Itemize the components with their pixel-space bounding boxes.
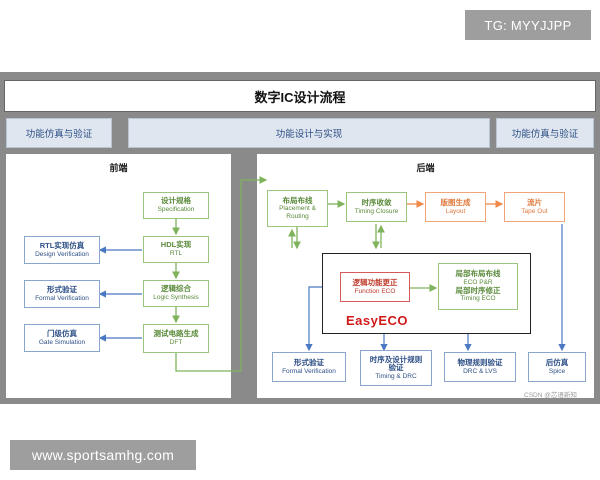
front-end-title: 前端 [109, 163, 128, 173]
box-formal-verification-be: 形式验证 Formal Verification [272, 352, 346, 382]
function-eco-en: Function ECO [354, 287, 396, 295]
arrow-dft-to-placement [175, 176, 268, 372]
band-design-implementation: 功能设计与实现 [128, 118, 490, 148]
bottom-tag[interactable]: www.sportsamhg.com [10, 440, 196, 470]
layout-zh: 版图生成 [440, 197, 471, 207]
box-dft: 测试电路生成 DFT [143, 324, 209, 353]
timing-drc-zh1: 时序及设计规则 [369, 354, 423, 364]
box-formal-verification-fe: 形式验证 Formal Verification [24, 280, 100, 308]
synthesis-en: Logic Synthesis [153, 294, 199, 302]
arrow-eco-to-formal-be [305, 286, 322, 352]
tapeout-zh: 流片 [527, 197, 542, 207]
box-eco-pr-timing: 局部布局布线 ECO P&R 局部时序修正 Timing ECO [438, 263, 518, 310]
spec-en: Specification [157, 206, 195, 214]
placement-zh: 布局布线 [282, 195, 313, 205]
timing-drc-en: Timing & DRC [375, 372, 417, 380]
box-gate-simulation: 门级仿真 Gate Simulation [24, 324, 100, 352]
top-tag: TG: MYYJJPP [465, 10, 591, 40]
gate-sim-en: Gate Simulation [38, 338, 86, 346]
spec-zh: 设计规格 [161, 196, 191, 206]
function-eco-zh: 逻辑功能更正 [352, 277, 398, 287]
eco-pr-en: ECO P&R [463, 279, 493, 287]
box-specification: 设计规格 Specification [143, 192, 209, 219]
timing-closure-en: Timing Closure [354, 207, 399, 215]
rtl-zh: HDL实现 [160, 240, 192, 250]
box-layout: 版图生成 Layout [425, 192, 486, 222]
box-tape-out: 流片 Tape Out [504, 192, 565, 222]
design-verification-en: Design Verification [35, 250, 89, 258]
dft-zh: 测试电路生成 [153, 329, 199, 339]
box-logic-synthesis: 逻辑综合 Logic Synthesis [143, 280, 209, 307]
timing-drc-zh2: 验证 [388, 363, 404, 373]
box-timing-closure: 时序收敛 Timing Closure [346, 192, 407, 222]
gate-sim-zh: 门级仿真 [47, 328, 77, 338]
drc-lvs-zh: 物理规则验证 [457, 357, 503, 367]
timing-closure-zh: 时序收敛 [361, 197, 392, 207]
back-end-title: 后端 [416, 163, 435, 173]
rtl-en: RTL [169, 250, 183, 258]
band-verification-right: 功能仿真与验证 [496, 118, 594, 148]
timing-eco-zh: 局部时序修正 [455, 285, 501, 295]
formal-be-zh: 形式验证 [294, 357, 324, 367]
csdn-watermark: CSDN @芯语新知 [524, 392, 577, 399]
spice-zh: 后仿真 [545, 357, 569, 367]
eco-pr-zh: 局部布局布线 [455, 269, 501, 279]
design-verification-zh: RTL实现仿真 [39, 240, 85, 250]
easyeco-label: EasyECO [346, 313, 409, 328]
spice-en: Spice [548, 367, 566, 375]
dft-en: DFT [169, 339, 183, 347]
timing-eco-en: Timing ECO [460, 295, 496, 303]
box-placement-routing: 布局布线 Placement & Routing [267, 190, 328, 227]
box-function-eco: 逻辑功能更正 Function ECO [340, 272, 410, 302]
formal-fe-en: Formal Verification [35, 294, 89, 302]
box-design-verification: RTL实现仿真 Design Verification [24, 236, 100, 264]
diagram-title: 数字IC设计流程 [4, 80, 596, 112]
placement-en1: Placement & [279, 205, 316, 213]
formal-be-en: Formal Verification [282, 367, 336, 375]
box-drc-lvs: 物理规则验证 DRC & LVS [444, 352, 516, 382]
drc-lvs-en: DRC & LVS [463, 367, 497, 375]
box-rtl: HDL实现 RTL [143, 236, 209, 263]
box-timing-drc: 时序及设计规则 验证 Timing & DRC [360, 350, 432, 386]
formal-fe-zh: 形式验证 [47, 284, 77, 294]
box-spice: 后仿真 Spice [528, 352, 586, 382]
placement-en2: Routing [286, 212, 309, 220]
band-verification-left: 功能仿真与验证 [6, 118, 112, 148]
tapeout-en: Tape Out [521, 207, 548, 215]
synthesis-zh: 逻辑综合 [161, 284, 191, 294]
layout-en: Layout [445, 207, 466, 215]
